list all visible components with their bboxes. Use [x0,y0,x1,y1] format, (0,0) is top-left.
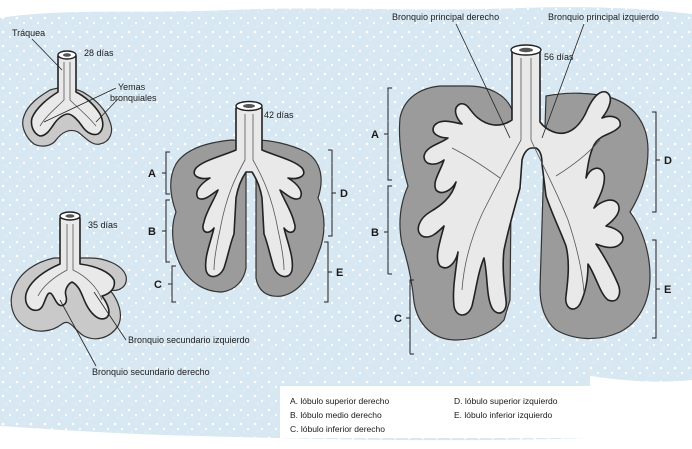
stage-56-letter-a: A [371,129,379,141]
stage-56-right-main-label: Bronquio principal derecho [392,12,499,22]
stage-42-trachea-lumen [243,104,255,108]
stage-28-buds-label-2: bronquiales [110,93,157,103]
legend-item-b: B. lóbulo medio derecho [290,410,382,420]
stage-56-age: 56 días [544,52,574,62]
stage-35-left-secondary-label: Bronquio secundario izquierdo [128,335,250,345]
legend-item-a: A. lóbulo superior derecho [290,396,390,406]
stage-42-letter-e: E [336,267,343,279]
stage-35-right-secondary-label: Bronquio secundario derecho [92,367,210,377]
legend-item-e: E. lóbulo inferior izquierdo [454,410,553,420]
stage-35-trachea-lumen [66,214,75,218]
stage-42-letter-c: C [154,279,162,291]
stage-56-left-main-label: Bronquio principal izquierdo [548,12,659,22]
stage-56-letter-d: D [664,155,672,167]
stage-56-letter-c: C [394,313,402,325]
stage-56-letter-b: B [371,227,379,239]
stage-35-age: 35 días [88,220,118,230]
stage-28-age: 28 días [84,48,114,58]
stage-56-letter-e: E [664,284,671,296]
stage-56-trachea-lumen [519,48,533,52]
stage-42-age: 42 días [264,110,294,120]
legend: A. lóbulo superior derecho B. lóbulo med… [280,386,590,438]
stage-28-buds-label-1: Yemas [118,82,146,92]
stage-42-letter-b: B [148,226,156,238]
stage-28-trachea-lumen [63,53,71,57]
legend-item-c: C. lóbulo inferior derecho [290,424,385,434]
stage-28-trachea-label: Tráquea [12,28,45,38]
legend-item-d: D. lóbulo superior izquierdo [454,396,558,406]
stage-42-letter-a: A [148,168,156,180]
stage-42-letter-d: D [340,188,348,200]
